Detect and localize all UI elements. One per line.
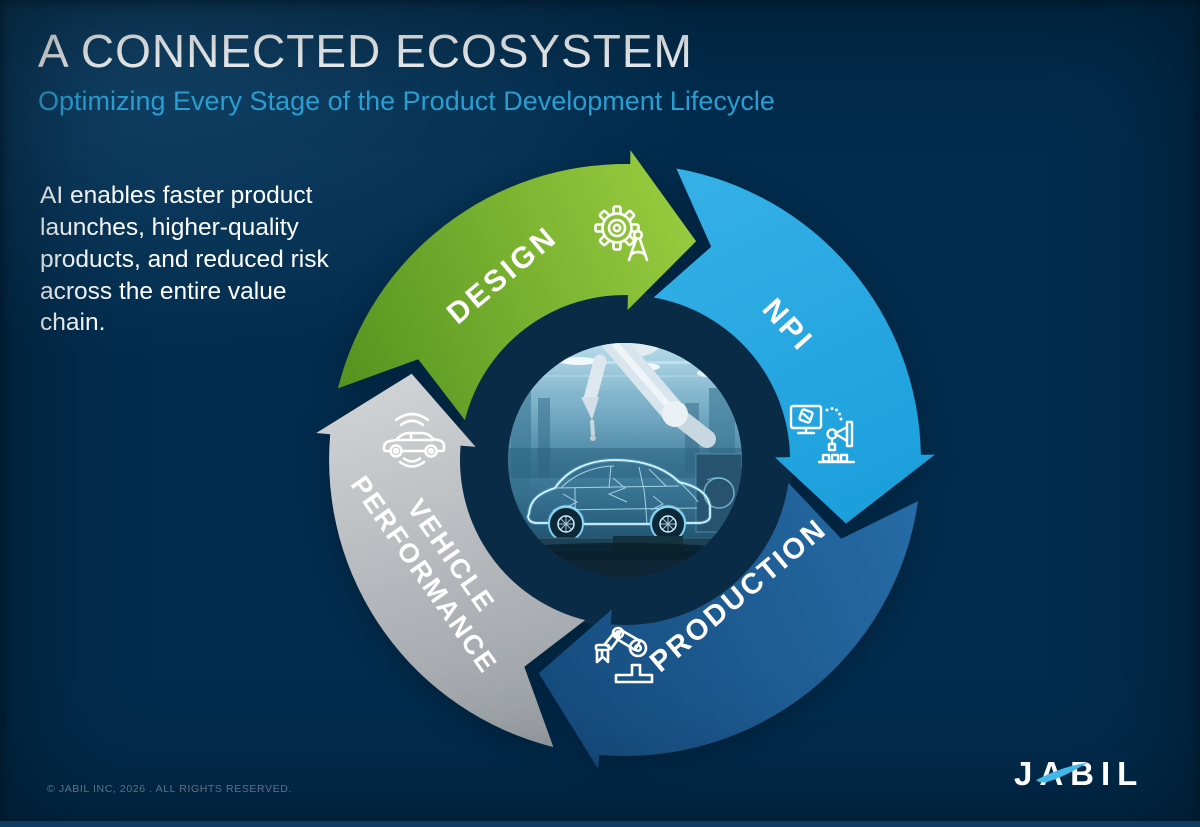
copyright-text: © JABIL INC, 2026 . ALL RIGHTS RESERVED. bbox=[47, 783, 292, 795]
jabil-logo: JABIL bbox=[1014, 755, 1144, 792]
bottom-accent-bar bbox=[0, 821, 1200, 827]
wireframe-car bbox=[525, 457, 712, 542]
page-subtitle: Optimizing Every Stage of the Product De… bbox=[38, 86, 775, 116]
center-photo bbox=[508, 343, 742, 577]
robot-arm-icon bbox=[594, 626, 654, 684]
cycle-diagram-svg: DESIGN NPI PRODUCTION VEHICLE PERFORMANC… bbox=[316, 150, 935, 769]
design-to-machine-icon bbox=[789, 404, 856, 464]
npi-arrow bbox=[653, 168, 935, 524]
jabil-logo-text: JABIL bbox=[1014, 755, 1144, 792]
gear-compass-icon bbox=[594, 205, 649, 262]
factory-backdrop bbox=[508, 357, 742, 533]
vehicle-performance-arrow bbox=[316, 373, 586, 748]
production-arrow bbox=[538, 482, 918, 769]
connected-car-icon bbox=[382, 412, 446, 468]
lifecycle-cycle-diagram: DESIGN NPI PRODUCTION VEHICLE PERFORMANC… bbox=[313, 148, 937, 772]
page-title: A CONNECTED ECOSYSTEM bbox=[38, 25, 693, 77]
robot-arm-photo bbox=[581, 343, 716, 448]
body-text: AI enables faster product launches, high… bbox=[40, 182, 329, 337]
logo-swoosh-icon bbox=[1036, 762, 1088, 783]
